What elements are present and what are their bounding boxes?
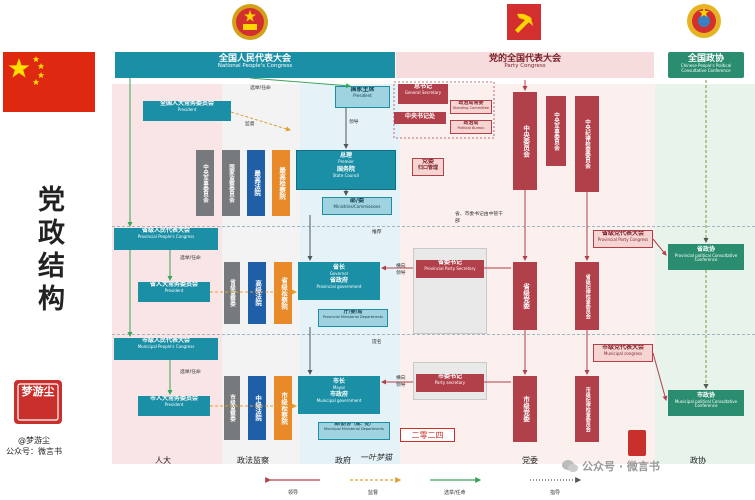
mayor-box[interactable]: 市长 Mayor 市政府 Municipal government bbox=[298, 376, 380, 414]
wechat-icon bbox=[562, 458, 578, 472]
supreme-court-box[interactable]: 最高法院 bbox=[247, 150, 265, 216]
cppcc-emblem-icon bbox=[685, 2, 723, 42]
municipal-discipline-box[interactable]: 市级纪律检查委员会 bbox=[575, 376, 599, 442]
party-emblem-icon bbox=[507, 4, 541, 40]
wechat-watermark: 公众号 · 微言书 bbox=[582, 460, 660, 473]
ministries-box[interactable]: 部/委 Ministries/Commissions bbox=[322, 197, 392, 215]
lane-separator bbox=[112, 226, 755, 227]
provincial-congress-box[interactable]: 省级人民代表大会 Provincial People's Congress bbox=[114, 228, 218, 250]
small-seal bbox=[628, 430, 646, 456]
provincial-standing-box[interactable]: 省人大常务委员会 President bbox=[138, 282, 210, 302]
label-supervise: 监督 bbox=[245, 122, 255, 127]
column-label-gov: 政府 bbox=[335, 456, 351, 465]
municipal-standing-box[interactable]: 市人大常务委员会 President bbox=[138, 396, 210, 416]
account-name: 公众号：微言书 bbox=[6, 447, 62, 456]
legend-lead: 领导 bbox=[288, 490, 299, 496]
lane-separator bbox=[112, 334, 755, 335]
premier-box[interactable]: 总理 Premier 国务院 State Council bbox=[296, 150, 396, 190]
ccdi-box[interactable]: 中央纪律检查委员会 bbox=[575, 96, 599, 192]
header-party-zh: 党的全国代表大会 bbox=[488, 54, 561, 64]
governor-box[interactable]: 省长 Governor 省政府 Provincial government bbox=[298, 262, 380, 300]
china-flag bbox=[3, 52, 95, 112]
provincial-cppcc-box[interactable]: 省政协 Provincial political Consultative Co… bbox=[668, 244, 744, 270]
municipal-party-committee-box[interactable]: 市级党委 bbox=[513, 376, 537, 442]
header-cppcc-zh: 全国政协 bbox=[687, 54, 724, 64]
artist-sign: 一叶梦猫 bbox=[360, 453, 392, 462]
header-npc: 全国人民代表大会 National People's Congress bbox=[115, 52, 395, 78]
label-vice-ministers: 省、市委书记由中管干部 bbox=[455, 212, 503, 224]
column-label-npc: 人大 bbox=[155, 456, 171, 465]
provincial-party-congress-box[interactable]: 省级党代表大会 Provincial Party Congress bbox=[593, 230, 653, 248]
provincial-party-committee-box[interactable]: 省级党委 bbox=[513, 262, 537, 330]
provincial-party-secretary-box[interactable]: 省委书记 Provincial Party Secretary bbox=[416, 260, 484, 278]
general-secretary-box[interactable]: 总书记 General Secretary bbox=[398, 84, 448, 104]
central-secretariat-box[interactable]: 中央书记处 bbox=[394, 112, 446, 124]
provincial-departments-box[interactable]: 厅/委/局 Provincial Ministerial Departments bbox=[318, 309, 388, 327]
municipal-congress-box[interactable]: 市级人民代表大会 Municipal People's Congress bbox=[114, 338, 218, 360]
header-npc-zh: 全国人民代表大会 bbox=[218, 54, 291, 64]
header-party: 党的全国代表大会 Party Congress bbox=[396, 52, 654, 78]
npc-standing-box[interactable]: 全国人大常务委员会 President bbox=[143, 101, 231, 121]
legend-elect: 选举/任命 bbox=[444, 490, 466, 496]
municipal-cppcc-box[interactable]: 市政协 Municipal political Consultative Con… bbox=[668, 390, 744, 416]
author-seal: 梦游尘 bbox=[12, 378, 64, 426]
seal-text: 梦游尘 bbox=[21, 385, 55, 398]
legend-supervise: 监督 bbox=[368, 490, 379, 496]
military-gray-box[interactable]: 中央军事委员会 bbox=[196, 150, 214, 216]
label-horizontal-lead-muni: 横向领导 bbox=[396, 376, 406, 388]
central-committee-box[interactable]: 中央委员会 bbox=[513, 92, 537, 190]
president-box[interactable]: 国家主席 President bbox=[335, 86, 390, 108]
label-elect-municipal: 选举/任命 bbox=[180, 370, 201, 375]
flag-stars-icon bbox=[8, 56, 45, 86]
header-cppcc-en: Chinese People's Political Consultative … bbox=[680, 63, 732, 73]
provincial-discipline-box[interactable]: 省级纪律检查委员会 bbox=[575, 262, 599, 330]
label-elect-provincial: 选举/任命 bbox=[180, 256, 201, 261]
state-supervision-box[interactable]: 国家监察委员会 bbox=[222, 150, 240, 216]
municipal-supervision-box[interactable]: 市级监察委 bbox=[224, 376, 240, 440]
provincial-supervision-box[interactable]: 省级监察委 bbox=[224, 262, 240, 324]
label-recommend: 推荐 bbox=[372, 230, 382, 235]
legend-guide: 指导 bbox=[550, 490, 561, 496]
column-label-party: 党委 bbox=[522, 456, 538, 465]
municipal-procuratorate-box[interactable]: 市级检察院 bbox=[274, 376, 292, 440]
column-label-cppcc: 政协 bbox=[690, 456, 706, 465]
municipal-party-congress-box[interactable]: 市级党代表大会 Municipal congress bbox=[593, 344, 653, 362]
column-label-legal: 政法监察 bbox=[237, 456, 269, 465]
municipal-court-box[interactable]: 中级法院 bbox=[248, 376, 266, 440]
cmc-box[interactable]: 中央军事委员会 bbox=[546, 96, 566, 166]
label-lead: 领导 bbox=[349, 120, 359, 125]
national-emblem-icon bbox=[230, 2, 270, 42]
municipal-party-secretary-box[interactable]: 市委书记 Party secretary bbox=[416, 374, 484, 392]
header-cppcc: 全国政协 Chinese People's Political Consulta… bbox=[668, 52, 744, 78]
supreme-procuratorate-box[interactable]: 最高检察院 bbox=[272, 150, 290, 216]
label-elect: 选举/任命 bbox=[250, 86, 271, 91]
date-stamp: 二零二四 bbox=[400, 428, 455, 442]
header-npc-en: National People's Congress bbox=[217, 63, 293, 70]
municipal-departments-box[interactable]: 局/委/办（局、处） Municipal Ministerial Departm… bbox=[318, 422, 390, 440]
header-party-en: Party Congress bbox=[504, 63, 546, 70]
provincial-procuratorate-box[interactable]: 省级检察院 bbox=[274, 262, 292, 324]
author-handle: @梦游尘 bbox=[18, 436, 50, 445]
provincial-court-box[interactable]: 高级法院 bbox=[248, 262, 266, 324]
standing-committee-box[interactable]: 政治局常委 Standing Committee bbox=[450, 100, 492, 114]
party-group-box[interactable]: 党委 归口管理 bbox=[412, 158, 444, 176]
label-nominate: 提名 bbox=[372, 340, 382, 345]
politburo-box[interactable]: 政治局 Political Bureau bbox=[450, 120, 492, 134]
page-title: 党政结构 bbox=[33, 185, 64, 317]
label-horizontal-lead-prov: 横向领导 bbox=[396, 264, 406, 276]
